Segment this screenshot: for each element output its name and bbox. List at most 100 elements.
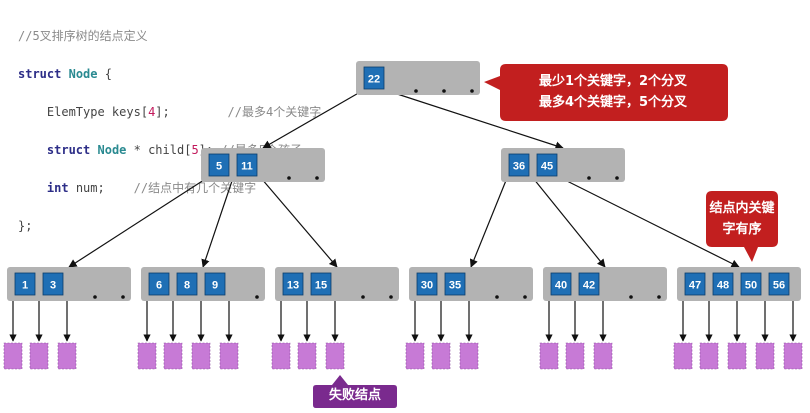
level2-node-5: 40 42 [543, 267, 667, 301]
key-box [14, 272, 36, 296]
null-pointer-dot [287, 176, 291, 180]
callout-main-bubble [484, 64, 728, 121]
null-pointer-dot [389, 295, 393, 299]
key-label: 35 [449, 280, 461, 292]
key-box [204, 272, 226, 296]
key-box [208, 153, 230, 177]
code-field1-type: ElemType [46, 105, 105, 119]
code-struct-name: Node [68, 67, 98, 81]
failure-node [673, 342, 693, 370]
key-label: 30 [421, 280, 433, 292]
code-field2-type: Node [97, 143, 127, 157]
failure-node [405, 342, 425, 370]
failure-node [191, 342, 211, 370]
failure-node [3, 342, 23, 370]
edge-l1-2-child-1 [469, 177, 508, 268]
failure-node [219, 342, 239, 370]
code-field3-keyword: int [46, 181, 69, 195]
level1-node-1-bg [201, 148, 325, 182]
key-box [310, 272, 332, 296]
null-pointer-dot [523, 295, 527, 299]
failure-node [699, 342, 719, 370]
key-label: 3 [50, 280, 56, 292]
key-label: 48 [717, 280, 729, 292]
null-pointer-dot [629, 295, 633, 299]
key-box [684, 272, 706, 296]
failure-node [29, 342, 49, 370]
key-label: 15 [315, 280, 327, 292]
key-label: 11 [241, 161, 253, 173]
edge-root-right [387, 90, 564, 150]
key-box [176, 272, 198, 296]
code-close: }; [18, 219, 33, 233]
null-pointer-dot [470, 89, 474, 93]
key-box [550, 272, 572, 296]
failure-node [271, 342, 291, 370]
failure-node [431, 342, 451, 370]
code-field1-comment: //最多4个关键字 [227, 105, 322, 119]
key-label: 13 [287, 280, 299, 292]
null-pointer-dot [657, 295, 661, 299]
null-pointer-dot [414, 89, 418, 93]
edge-l1-2-child-2 [532, 177, 606, 268]
failure-node [539, 342, 559, 370]
key-box [768, 272, 790, 296]
level2-node-1-bg [7, 267, 131, 301]
key-box [578, 272, 600, 296]
code-comment-title: //5叉排序树的结点定义 [18, 29, 148, 43]
failure-node [57, 342, 77, 370]
key-box [363, 66, 385, 90]
key-label: 5 [216, 161, 222, 173]
callout-node-capacity: 最少1个关键字，2个分叉 最多4个关键字，5个分叉 [502, 66, 724, 119]
key-label: 36 [513, 161, 525, 173]
null-pointer-dot [361, 295, 365, 299]
code-field3-rest: num; [68, 181, 105, 195]
key-box [42, 272, 64, 296]
key-box [148, 272, 170, 296]
level1-node-1: 5 11 [201, 148, 325, 182]
key-label: 50 [745, 280, 757, 292]
code-field3-comment: //结点中有几个关键字 [133, 181, 257, 195]
level2-node-2-bg [141, 267, 265, 301]
callout-failure-text: 失败结点 [328, 388, 381, 403]
key-box [508, 153, 530, 177]
key-label: 42 [583, 280, 595, 292]
level2-node-5-bg [543, 267, 667, 301]
null-pointer-dot [255, 295, 259, 299]
root-node-bg [356, 61, 480, 95]
level2-node-4: 30 35 [409, 267, 533, 301]
callout-sorted-line1: 结点内关键 [709, 201, 775, 216]
key-box [536, 153, 558, 177]
failure-node [783, 342, 803, 370]
key-label: 8 [184, 280, 190, 292]
edge-root-left [262, 90, 363, 149]
code-field2-size: 5 [191, 143, 199, 157]
callout-main-line1: 最少1个关键字，2个分叉 [538, 74, 688, 89]
edge-l1-2-child-3 [560, 177, 740, 268]
callout-failure-bubble [313, 375, 397, 408]
key-label: 22 [368, 74, 380, 86]
key-label: 47 [689, 280, 701, 292]
code-field1-end: ]; [155, 105, 170, 119]
level1-node-2-bg [501, 148, 625, 182]
code-field2-rest: * child[ [126, 143, 192, 157]
code-field2-keyword: struct [46, 143, 91, 157]
null-pointer-dot [615, 176, 619, 180]
callout-failure-nodes: 失败结点 [313, 384, 397, 407]
code-block: //5叉排序树的结点定义 struct Node { ElemType keys… [18, 8, 321, 255]
key-label: 40 [555, 280, 567, 292]
failure-node [297, 342, 317, 370]
edge-l1-1-child-3 [260, 177, 338, 268]
null-pointer-dot [442, 89, 446, 93]
key-label: 56 [773, 280, 785, 292]
failure-node [459, 342, 479, 370]
code-struct-keyword: struct [18, 67, 62, 81]
failure-node [325, 342, 345, 370]
failure-node [163, 342, 183, 370]
callout-main-line2: 最多4个关键字，5个分叉 [538, 95, 688, 110]
failure-node [593, 342, 613, 370]
